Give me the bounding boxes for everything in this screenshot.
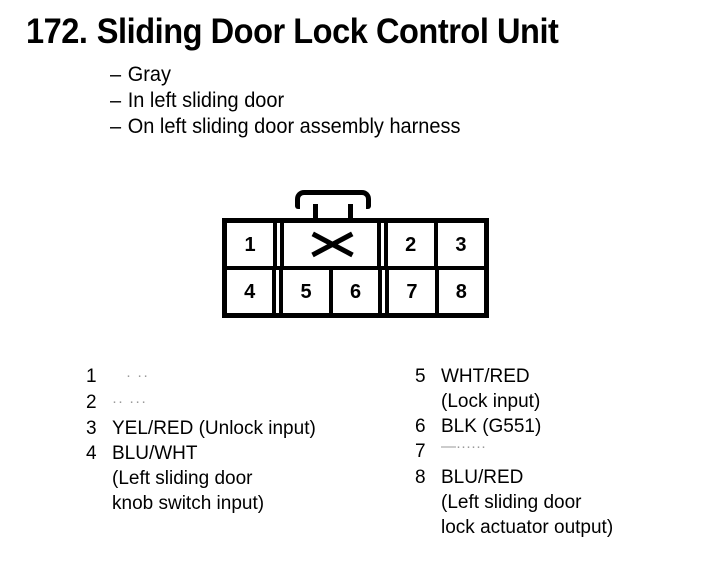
connector-blocked-cell	[284, 223, 377, 266]
pin-assignment-list-right: 5 WHT/RED (Lock input) 6 BLK (G551) 7 —·…	[415, 364, 695, 540]
attribute-item-location: –In left sliding door	[110, 88, 460, 114]
pin-number: 1	[86, 366, 97, 387]
pin-number: 5	[415, 366, 426, 387]
pin-description-line: BLU/WHT	[112, 443, 198, 464]
pin-number: 8	[415, 467, 426, 488]
dash-icon: –	[110, 115, 122, 138]
connector-pin-grid: 1 2 3 4 5 6 7 8	[227, 223, 485, 313]
pin-row: 6 BLK (G551)	[415, 414, 695, 439]
pin-row: 2 ·· ···	[86, 390, 396, 416]
connector-top-row: 1 2 3	[227, 223, 485, 270]
pin-number: 2	[86, 392, 97, 413]
cross-out-icon	[284, 223, 376, 266]
pin-number: 6	[415, 416, 426, 437]
pin-description: BLK (G551)	[441, 414, 695, 439]
attribute-item-color: –Gray	[110, 62, 460, 88]
attribute-text: On left sliding door assembly harness	[127, 115, 461, 138]
connector-keying-rib	[273, 223, 285, 266]
pin-description-line: (Lock input)	[441, 391, 541, 412]
connector-keying-rib	[378, 270, 390, 313]
pin-description-line: (Left sliding door	[112, 468, 253, 489]
connector-latch-icon	[295, 190, 371, 220]
attribute-text: Gray	[127, 63, 171, 86]
connector-pin-6: 6	[332, 270, 379, 313]
connector-diagram: 1 2 3 4 5 6 7 8	[222, 190, 492, 322]
connector-pin-3: 3	[437, 223, 485, 266]
pin-row: 8 BLU/RED (Left sliding door lock actuat…	[415, 465, 695, 540]
pin-description-line: knob switch input)	[112, 493, 265, 514]
connector-body: 1 2 3 4 5 6 7 8	[222, 218, 489, 318]
pin-description: —······	[441, 438, 695, 465]
dash-icon: –	[110, 89, 122, 112]
pin-row: 7 —······	[415, 438, 695, 465]
page-title-text: Sliding Door Lock Control Unit	[96, 12, 559, 51]
pin-description: ·· ···	[112, 390, 396, 416]
attribute-item-harness: –On left sliding door assembly harness	[110, 114, 460, 140]
pin-number: 7	[415, 441, 426, 462]
pin-description: · ··	[112, 364, 396, 390]
pin-number: 3	[86, 418, 97, 439]
connector-keying-rib	[272, 270, 284, 313]
connector-pin-2: 2	[387, 223, 434, 266]
pin-description: YEL/RED (Unlock input)	[112, 416, 396, 441]
unused-pin-marker: ·· ···	[112, 393, 148, 410]
pin-assignment-list-left: 1 · ·· 2 ·· ··· 3 YEL/RED (Unlock input)…	[86, 364, 396, 516]
page-title-number: 172.	[26, 12, 88, 51]
connector-divider	[434, 270, 439, 313]
pin-description-line: BLK (G551)	[441, 416, 542, 437]
connector-bottom-row: 4 5 6 7 8	[227, 270, 485, 313]
pin-description-line: lock actuator output)	[441, 517, 614, 538]
page-title: 172.Sliding Door Lock Control Unit	[26, 12, 559, 51]
pin-description-line: YEL/RED (Unlock input)	[112, 418, 316, 439]
pin-description-line: (Left sliding door	[441, 492, 582, 513]
dash-icon: –	[110, 63, 122, 86]
latch-neck	[313, 204, 353, 220]
connector-pin-4: 4	[227, 270, 273, 313]
attribute-list: –Gray –In left sliding door –On left sli…	[110, 62, 460, 140]
unused-pin-marker: —······	[441, 438, 486, 455]
pin-number: 4	[86, 443, 97, 464]
connector-keying-rib	[376, 223, 388, 266]
pin-row: 4 BLU/WHT (Left sliding door knob switch…	[86, 441, 396, 516]
unused-pin-marker: · ··	[126, 367, 150, 384]
pin-description-line: WHT/RED	[441, 366, 530, 387]
connector-pin-8: 8	[438, 270, 485, 313]
pin-row: 1 · ··	[86, 364, 396, 390]
connector-divider	[433, 223, 438, 266]
connector-divider	[328, 270, 333, 313]
pin-description: BLU/WHT (Left sliding door knob switch i…	[112, 441, 396, 516]
attribute-text: In left sliding door	[127, 89, 285, 112]
connector-pin-7: 7	[389, 270, 435, 313]
pin-description: BLU/RED (Left sliding door lock actuator…	[441, 465, 695, 540]
pin-row: 3 YEL/RED (Unlock input)	[86, 416, 396, 441]
pin-row: 5 WHT/RED (Lock input)	[415, 364, 695, 414]
connector-pin-5: 5	[283, 270, 329, 313]
connector-pin-1: 1	[227, 223, 274, 266]
pin-description: WHT/RED (Lock input)	[441, 364, 695, 414]
pin-description-line: BLU/RED	[441, 467, 524, 488]
